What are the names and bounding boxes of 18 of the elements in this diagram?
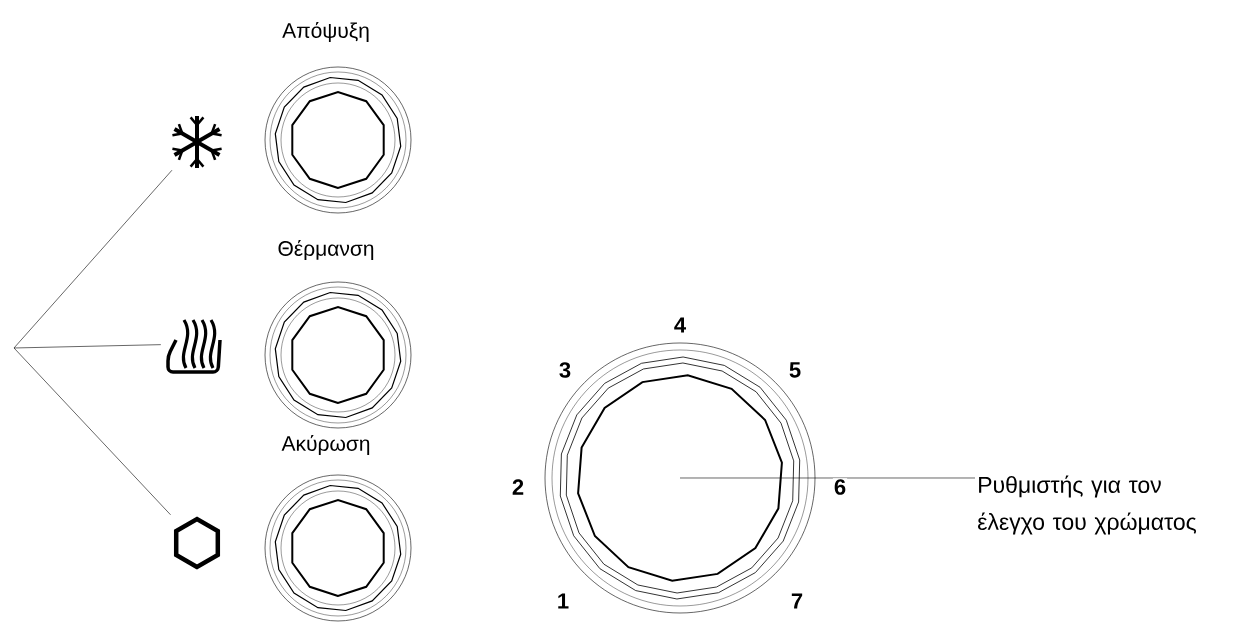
leader-line	[13, 344, 162, 349]
knob-label: Θέρμανση	[278, 239, 374, 261]
scale-number: 3	[557, 361, 573, 379]
leader-line	[13, 169, 173, 349]
leader-line	[13, 347, 171, 516]
scale-number: 5	[787, 361, 803, 379]
scale-number: 7	[789, 592, 805, 610]
callout-text: Ρυθμιστής για τον έλεγχο του χρώματος	[978, 475, 1197, 535]
scale-number: 1	[555, 592, 571, 610]
scale-number: 2	[510, 478, 526, 496]
hexagon-icon	[173, 516, 221, 570]
knob-label: Ακύρωση	[281, 434, 370, 456]
knob-label: Απόψυξη	[282, 21, 369, 43]
dial-knob	[544, 342, 816, 614]
snowflake-icon	[172, 116, 222, 168]
scale-number: 6	[832, 478, 848, 496]
leader-line	[679, 477, 976, 479]
steam-icon	[166, 319, 222, 374]
